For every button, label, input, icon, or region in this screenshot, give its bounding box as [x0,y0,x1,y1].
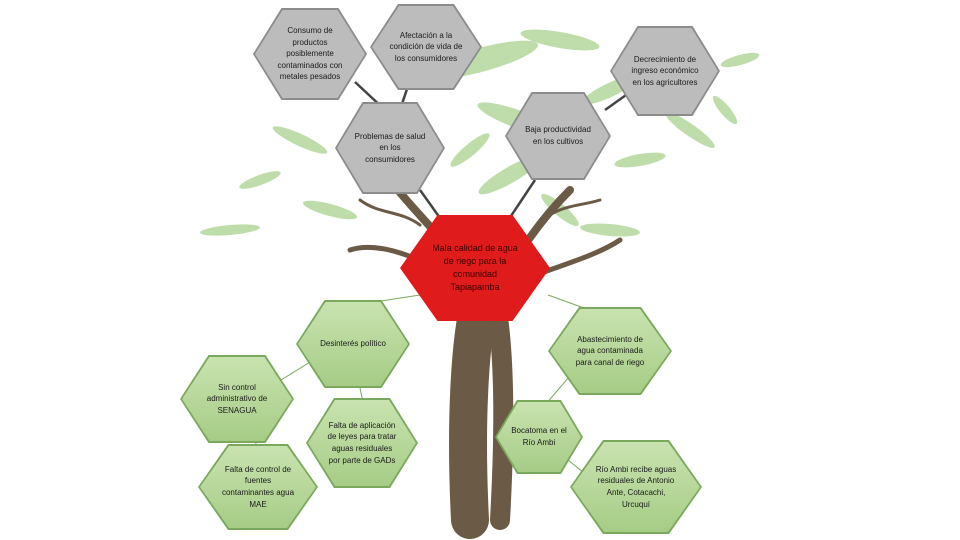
effect-consumption-contaminated-products: Consumo de productos posiblemente contam… [253,8,367,100]
effect-low-productivity: Baja productividad en los cultivos [505,92,611,180]
cause-label: Abastecimiento de agua contaminada para … [575,334,645,367]
cause-label: Falta de control de fuentes contaminante… [221,464,295,509]
effect-label: Baja productividad en los cultivos [525,125,591,146]
cause-label: Desinterés político [320,339,386,349]
cause-label: Bocatoma en el Río Ambi [511,426,567,447]
effect-label: Consumo de productos posiblemente contam… [277,26,343,82]
effect-label: Problemas de salud en los consumidores [354,131,426,164]
effect-label: Afectación a la condición de vida de los… [389,30,463,63]
cause-label: Falta de aplicación de leyes para tratar… [327,420,397,465]
cause-contaminated-water-supply: Abastecimiento de agua contaminada para … [548,307,672,395]
effect-health-problems: Problemas de salud en los consumidores [335,102,445,194]
effect-label: Decrecimiento de ingreso económico en lo… [631,54,699,87]
cause-label: Río Ambi recibe aguas residuales de Anto… [595,464,677,509]
cause-label: Sin control administrativo de SENAGUA [206,382,268,415]
central-problem-label: Mala calidad de agua de riego para la co… [432,242,518,293]
